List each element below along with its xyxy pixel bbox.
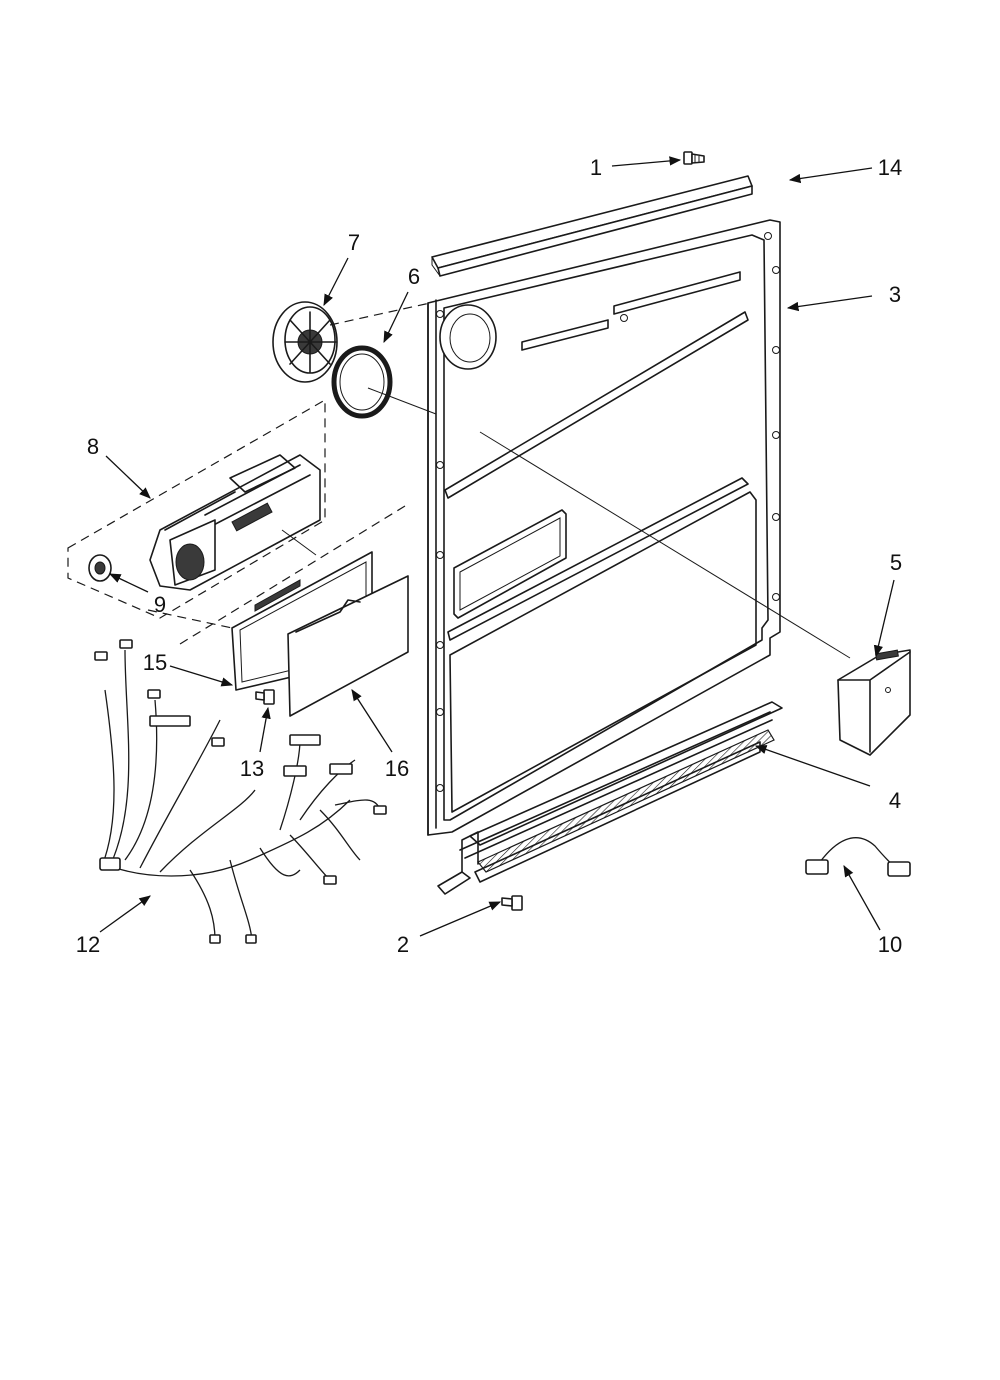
part-13-screw xyxy=(255,689,275,705)
callout-labels: 1 2 3 4 5 6 7 8 9 10 12 13 14 15 16 xyxy=(76,155,902,957)
part-8-dispenser xyxy=(67,398,326,619)
leader-16 xyxy=(351,689,393,753)
callout-8: 8 xyxy=(87,434,99,459)
callout-9: 9 xyxy=(154,592,166,617)
callout-6: 6 xyxy=(408,264,420,289)
part-7-vent-cap xyxy=(272,301,338,383)
leader-5 xyxy=(873,579,895,658)
leader-15 xyxy=(169,665,234,687)
callout-16: 16 xyxy=(385,756,409,781)
part-6-o-ring xyxy=(331,345,393,419)
leader-10 xyxy=(843,864,881,931)
callout-12: 12 xyxy=(76,932,100,957)
leader-4 xyxy=(754,745,871,787)
leader-13 xyxy=(259,706,271,753)
callout-10: 10 xyxy=(878,932,902,957)
part-12-wiring-harness xyxy=(94,639,387,944)
leader-12 xyxy=(99,895,151,933)
leader-3 xyxy=(786,295,873,312)
part-14-top-trim xyxy=(431,175,753,277)
callout-15: 15 xyxy=(143,650,167,675)
part-10-wire-connector xyxy=(805,837,911,877)
callout-2: 2 xyxy=(397,932,409,957)
callout-13: 13 xyxy=(240,756,264,781)
callout-4: 4 xyxy=(889,788,901,813)
leader-14 xyxy=(788,167,873,184)
callout-14: 14 xyxy=(878,155,902,180)
leader-2 xyxy=(419,901,502,937)
callout-3: 3 xyxy=(889,282,901,307)
part-5-module xyxy=(837,649,911,756)
part-9-knob xyxy=(88,554,112,582)
leader-8 xyxy=(105,455,151,499)
part-3-inner-door-panel xyxy=(427,219,781,836)
leader-9 xyxy=(108,573,149,593)
callout-5: 5 xyxy=(890,550,902,575)
leader-lines xyxy=(99,156,895,937)
callout-1: 1 xyxy=(590,155,602,180)
assembly-guide-lines xyxy=(147,302,851,659)
leader-6 xyxy=(383,291,409,344)
part-1-screw xyxy=(683,151,705,165)
leader-7 xyxy=(323,257,349,307)
leader-1 xyxy=(611,156,682,167)
callout-7: 7 xyxy=(348,230,360,255)
part-16-board-cover xyxy=(287,575,409,717)
